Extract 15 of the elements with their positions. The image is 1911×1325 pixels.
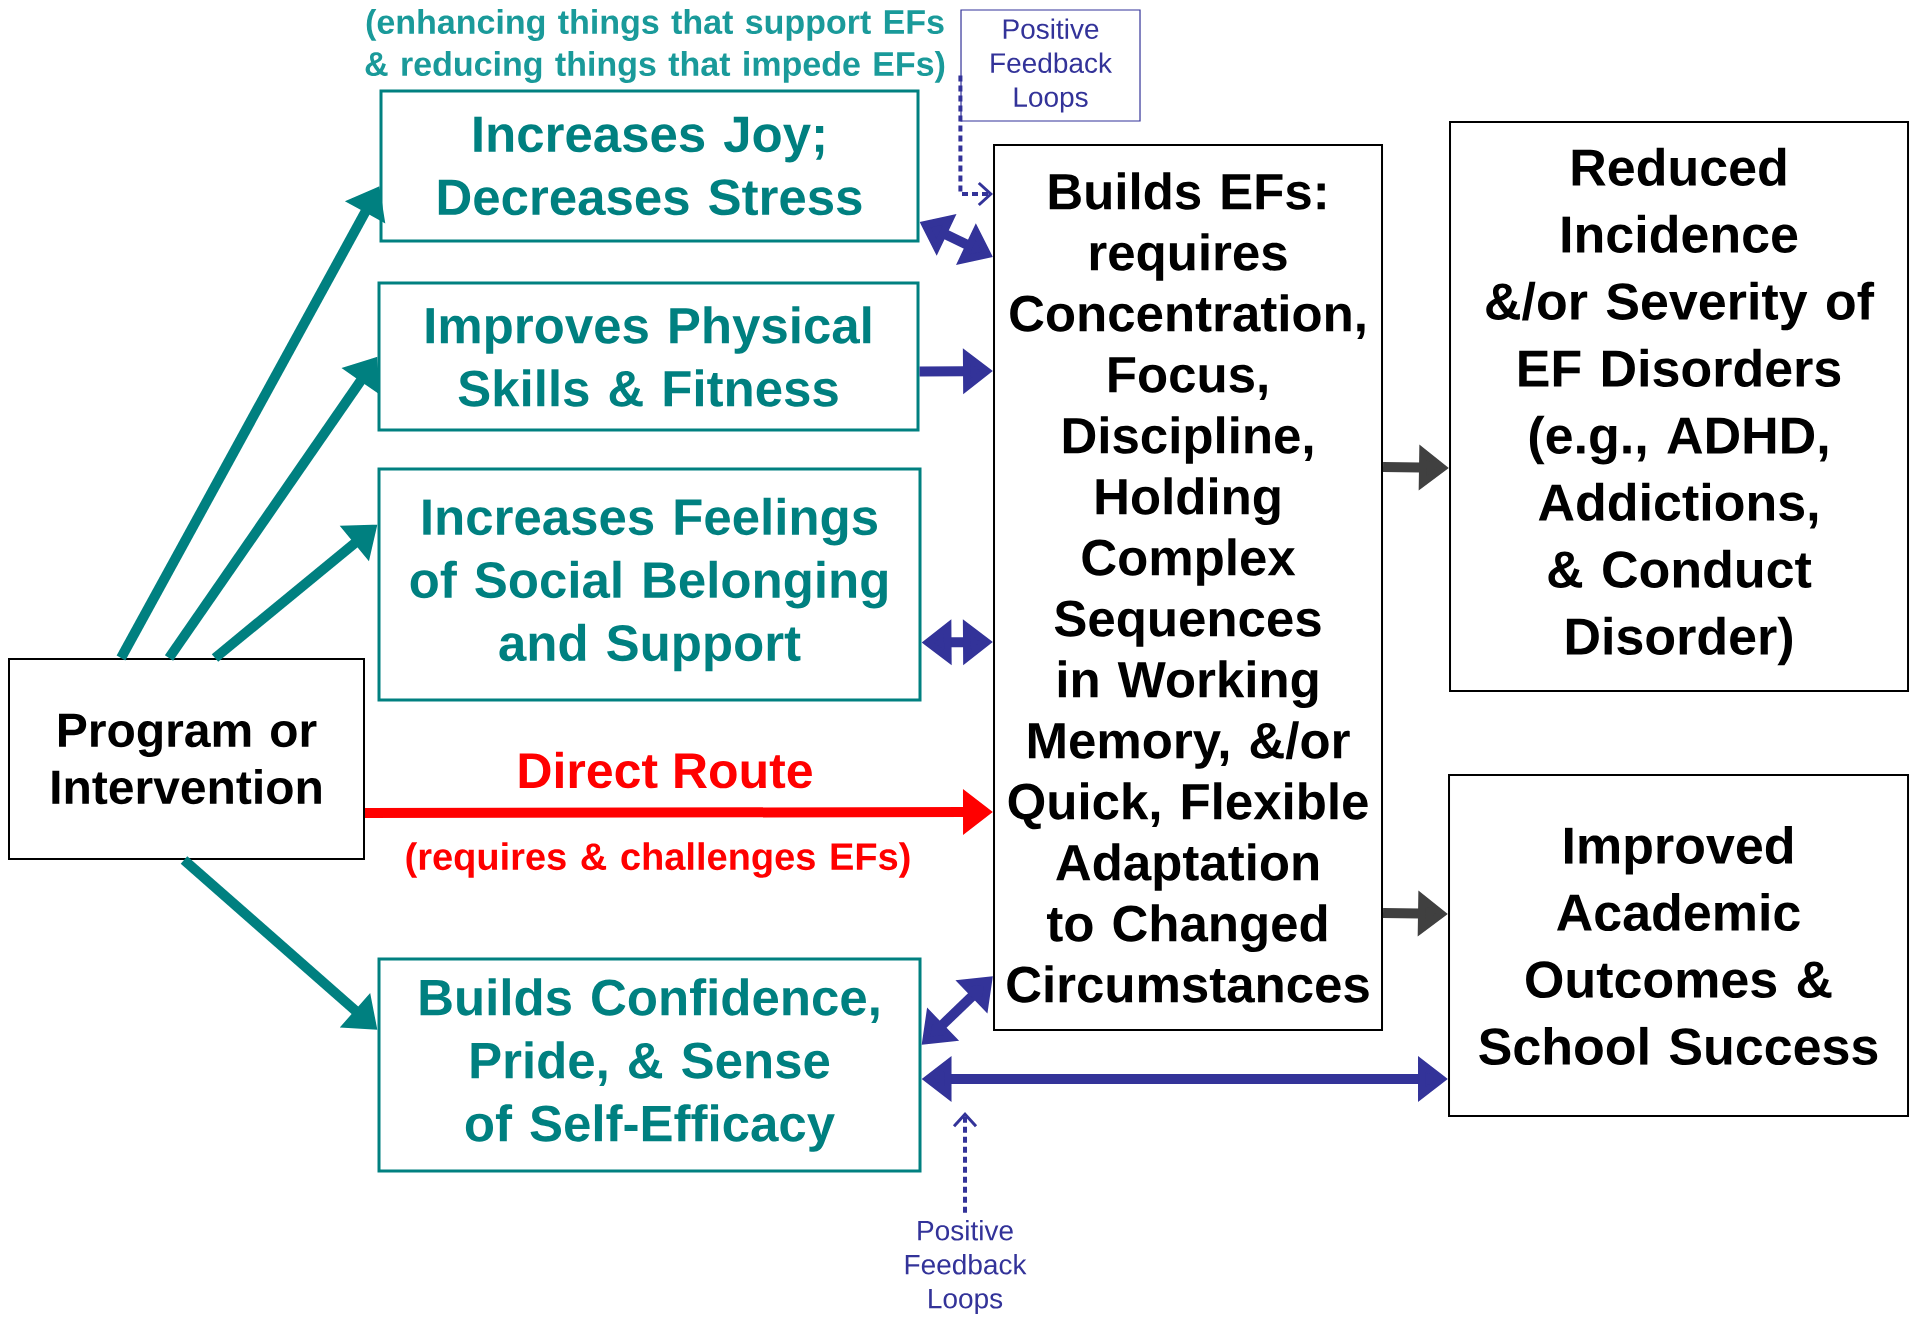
effect-box: Increases Joy; Decreases Stress: [379, 89, 920, 243]
effect-box: Increases Feelings of Social Belonging and Support: [377, 467, 922, 702]
effect-box: Builds Confidence, Pride, & Sense of Self-Efficacy: [377, 957, 922, 1173]
outcome-box: Reduced Incidence &/or Severity of EF Disorders (e.g., ADHD, Addictions, & Conduct Disorder): [1449, 121, 1909, 692]
process-box: Program or Intervention: [8, 658, 365, 860]
note-text: (requires & challenges EFs): [406, 842, 910, 878]
outcome-box: Improved Academic Outcomes & School Success: [1448, 774, 1909, 1117]
note-text: Positive Feedback Loops: [905, 1220, 1027, 1315]
note-box: Positive Feedback Loops: [960, 9, 1141, 122]
edge-label: Direct Route: [514, 749, 816, 791]
dotted-arrow: [958, 75, 993, 207]
note-text: (enhancing things that support EFs & reducing things that impede EFs): [365, 9, 945, 83]
central-box: Builds EFs: requires Concentration, Focus, Discipline, Holding Complex Sequences in Working Memory, &/or Quick, Flexible Adaptation to Changed Circumstances: [993, 144, 1383, 1031]
dotted-arrow: [952, 1112, 978, 1213]
effect-box: Improves Physical Skills & Fitness: [377, 281, 920, 432]
